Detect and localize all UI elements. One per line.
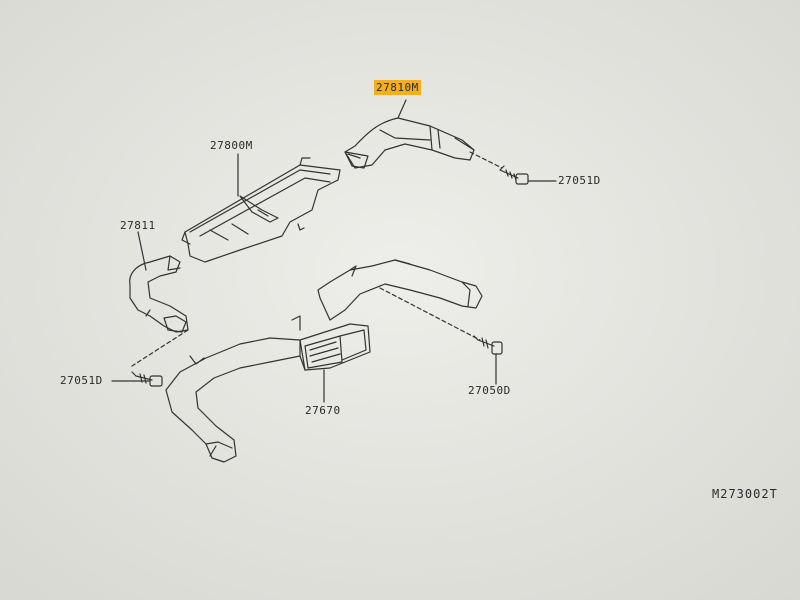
part-label-27810m[interactable]: 27810M (374, 80, 421, 95)
screw-27050d[interactable] (473, 335, 503, 355)
part-label-27051d-left[interactable]: 27051D (60, 374, 103, 387)
duct-27670[interactable] (165, 259, 483, 463)
dash-27051d-left (131, 329, 189, 367)
part-label-27051d-right[interactable]: 27051D (558, 174, 601, 187)
dash-27051d-right (469, 151, 503, 169)
leader-27810m (397, 99, 407, 119)
dash-27050d (379, 287, 481, 341)
duct-27811[interactable] (129, 255, 189, 333)
leader-27811 (137, 231, 147, 271)
part-label-27050d[interactable]: 27050D (468, 384, 511, 397)
part-label-27800m[interactable]: 27800M (210, 139, 253, 152)
diagram-code: M273002T (712, 487, 778, 501)
part-label-27811[interactable]: 27811 (120, 219, 156, 232)
part-label-27670[interactable]: 27670 (305, 404, 341, 417)
panel-27800m[interactable] (181, 157, 341, 263)
